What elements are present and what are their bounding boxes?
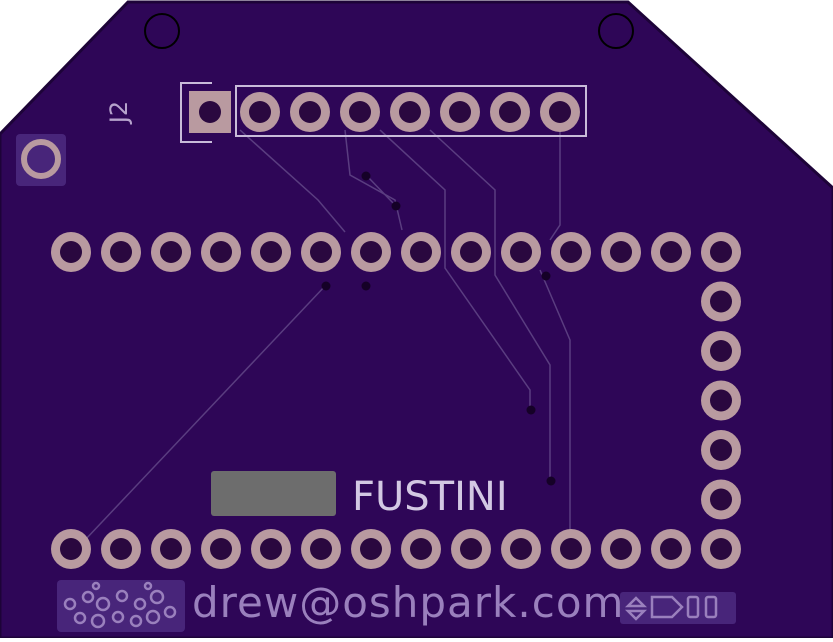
logo-mask — [57, 580, 185, 632]
pin-pad — [601, 529, 641, 569]
pad-symbol — [686, 595, 700, 619]
pin-pad — [301, 529, 341, 569]
board-name: FUSTINI — [352, 474, 508, 520]
pin-pad — [251, 232, 291, 272]
silkscreen-label-block — [211, 471, 336, 516]
header-pad — [540, 92, 580, 132]
pin-pad — [101, 529, 141, 569]
trace — [84, 284, 327, 541]
pin-pad — [101, 232, 141, 272]
header-pad — [490, 92, 530, 132]
via — [526, 405, 536, 415]
pin-pad — [201, 529, 241, 569]
mounting-hole — [598, 13, 634, 49]
trace — [379, 129, 531, 408]
oshpark-logo — [63, 581, 177, 629]
trace — [239, 129, 346, 233]
pin-pad — [701, 479, 741, 520]
pin-pad — [51, 529, 91, 569]
pin-pad — [451, 529, 491, 569]
header-j2 — [189, 91, 580, 133]
pin-pad — [351, 232, 391, 272]
via — [546, 476, 556, 486]
pin-pad — [51, 232, 91, 272]
pin-pad — [701, 232, 741, 272]
trace — [429, 129, 551, 480]
header-outline — [235, 85, 587, 137]
pin-pad — [301, 232, 341, 272]
connector-ref-label: J2 — [105, 101, 133, 125]
pin-pad — [701, 529, 741, 569]
pin-pad — [551, 529, 591, 569]
pin-pad — [701, 331, 741, 371]
header-pad — [340, 92, 380, 132]
fiducial — [21, 139, 61, 179]
email-text: drew@oshpark.com — [192, 578, 624, 627]
pin-pad — [351, 529, 391, 569]
pin-pad — [501, 232, 541, 272]
trace — [549, 130, 561, 241]
pin1-bracket — [180, 82, 212, 143]
via — [361, 171, 371, 181]
pin-pad — [651, 232, 691, 272]
pin-pad — [551, 232, 591, 272]
pin-pad — [251, 529, 291, 569]
pin-pad — [201, 232, 241, 272]
via — [391, 201, 401, 211]
bottom-pin-row — [51, 529, 741, 569]
via — [321, 281, 331, 291]
via — [541, 271, 551, 281]
pin-pad — [701, 430, 741, 470]
pin-pad — [451, 232, 491, 272]
pad-symbol — [704, 595, 718, 619]
header-pad — [390, 92, 430, 132]
pin-pad — [501, 529, 541, 569]
mounting-hole — [144, 13, 180, 49]
traces — [84, 129, 571, 541]
top-pin-row — [51, 232, 741, 272]
pin-pad — [401, 232, 441, 272]
arrow-right-icon — [650, 595, 684, 619]
pin-pad — [601, 232, 641, 272]
header-pad — [290, 92, 330, 132]
pin-pad — [151, 232, 191, 272]
trace — [365, 174, 396, 206]
trace — [344, 129, 403, 231]
direction-symbols — [624, 595, 718, 621]
right-pin-column — [701, 281, 741, 520]
header-pad — [440, 92, 480, 132]
pin-pad — [701, 380, 741, 421]
up-down-arrow-icon — [624, 596, 648, 608]
vias — [321, 171, 556, 486]
header-pad-1-hole — [199, 101, 221, 123]
pin-pad — [401, 529, 441, 569]
trace — [539, 269, 571, 540]
header-pad — [240, 92, 280, 132]
via — [361, 281, 371, 291]
pin-pad — [151, 529, 191, 569]
pin-pad — [651, 529, 691, 569]
pin-pad — [701, 281, 741, 322]
